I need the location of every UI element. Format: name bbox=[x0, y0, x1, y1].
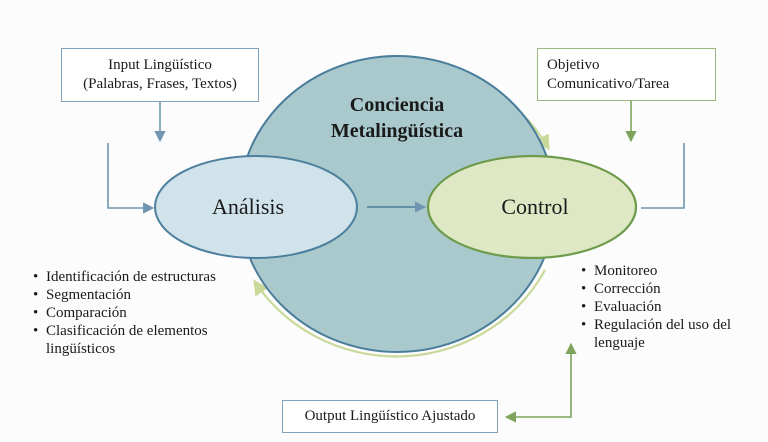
output-box-label: Output Lingüístico Ajustado bbox=[304, 408, 476, 424]
control-bullet-item: Evaluación bbox=[581, 298, 746, 316]
input-box-line-1: Input Lingüístico bbox=[108, 57, 212, 73]
analysis-bullet-item: Segmentación bbox=[33, 286, 268, 304]
input-box-line-2: (Palabras, Frases, Textos) bbox=[83, 76, 237, 92]
analysis-bullet-item: Comparación bbox=[33, 304, 268, 322]
analysis-bullet-item: Identificación de estructuras bbox=[33, 268, 268, 286]
adjusted-output-box[interactable]: Output Lingüístico Ajustado bbox=[282, 400, 498, 433]
metalinguistic-awareness-title: Conciencia Metalingüística bbox=[297, 92, 497, 144]
control-bullet-item: Monitoreo bbox=[581, 262, 746, 280]
output-control-connector bbox=[504, 342, 577, 423]
input-linguistic-box[interactable]: Input Lingüístico (Palabras, Frases, Tex… bbox=[61, 48, 259, 102]
control-bullet-item: Corrección bbox=[581, 280, 746, 298]
analysis-bullet-list: Identificación de estructuras Segmentaci… bbox=[33, 268, 268, 358]
control-right-connector bbox=[641, 143, 685, 209]
outer-arc-bottom bbox=[253, 269, 546, 358]
control-bullet-item: Regulación del uso del lenguaje bbox=[581, 316, 746, 352]
objective-box-line-2: Comunicativo/Tarea bbox=[547, 76, 670, 92]
analysis-ellipse[interactable] bbox=[154, 155, 358, 259]
analysis-bullet-item: Clasificación de elementos lingüísticos bbox=[33, 322, 268, 358]
objective-box-line-1: Objetivo bbox=[547, 57, 600, 73]
control-label: Control bbox=[501, 194, 569, 219]
analysis-label: Análisis bbox=[211, 194, 285, 219]
input-to-analysis-connector bbox=[107, 143, 155, 214]
title-line-2: Metalingüística bbox=[330, 120, 464, 142]
control-ellipse[interactable] bbox=[426, 154, 638, 260]
control-bullet-list: Monitoreo Corrección Evaluación Regulaci… bbox=[581, 262, 746, 352]
title-line-1: Conciencia bbox=[349, 94, 445, 116]
communicative-objective-box[interactable]: Objetivo Comunicativo/Tarea bbox=[537, 48, 716, 101]
